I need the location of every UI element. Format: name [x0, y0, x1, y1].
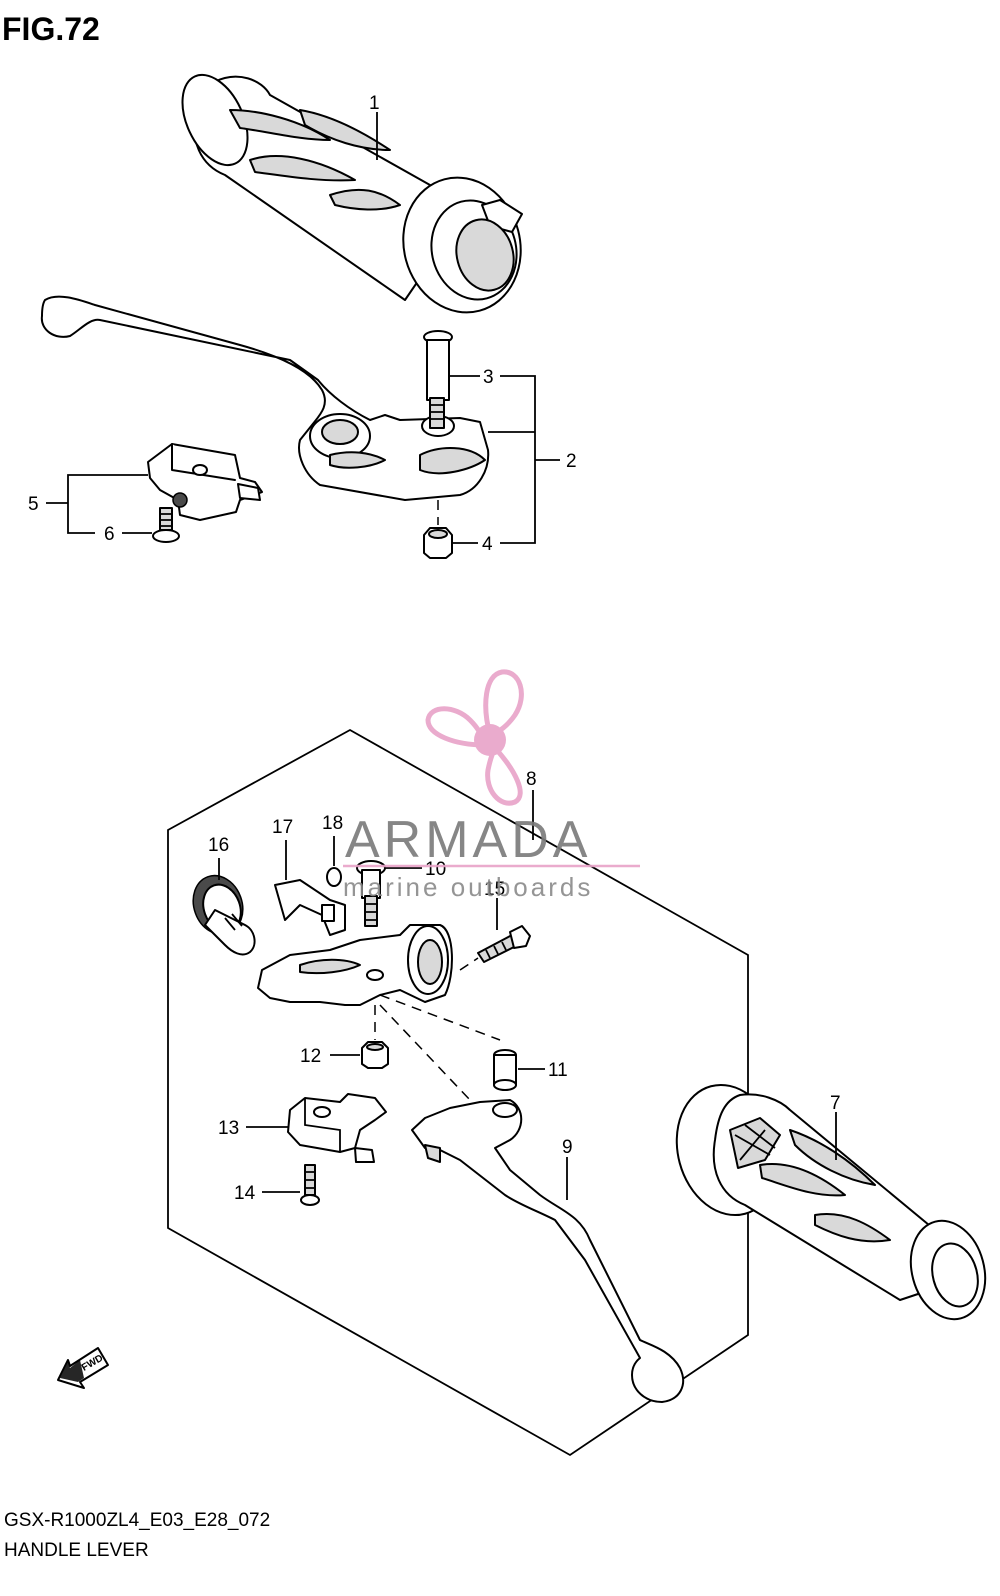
callout-9: 9 [562, 1137, 573, 1158]
watermark-tagline: marine outboards [343, 872, 593, 902]
callout-2: 2 [566, 451, 577, 472]
clutch-switch-part [287, 1093, 387, 1163]
callout-8: 8 [526, 769, 537, 790]
callout-5: 5 [28, 494, 39, 515]
assembly-frame-outline [167, 728, 749, 1457]
clamp-bolt-part [477, 925, 531, 963]
bushing-part [493, 1049, 517, 1091]
section-name: HANDLE LEVER [4, 1540, 149, 1561]
adjuster-knob-part [192, 874, 256, 956]
model-code: GSX-R1000ZL4_E03_E28_072 [4, 1510, 270, 1531]
callout-16: 16 [208, 835, 229, 856]
small-screw-part [326, 867, 342, 887]
callout-6: 6 [104, 524, 115, 545]
watermark-brand: ARMADA [345, 811, 591, 869]
brake-light-switch-part [147, 443, 263, 521]
callout-12: 12 [300, 1046, 321, 1067]
switch-mount-screw-part [300, 1164, 320, 1206]
callout-13: 13 [218, 1118, 239, 1139]
holder-nut-part [361, 1041, 389, 1069]
left-handlebar-grip-part [675, 1083, 987, 1321]
fwd-direction-arrow: FWD [57, 1347, 109, 1389]
callout-10: 10 [425, 859, 446, 880]
callout-18: 18 [322, 813, 343, 834]
throttle-grip-part [181, 73, 523, 314]
propeller-logo-icon [425, 669, 524, 806]
callout-17: 17 [272, 817, 293, 838]
brake-lever-part [40, 295, 490, 501]
armada-watermark: ARMADA marine outboards [343, 669, 640, 902]
clutch-lever-part [411, 1099, 685, 1403]
bracket-spring-part [274, 879, 346, 936]
clutch-pivot-bolt-part [356, 860, 386, 927]
callout-3: 3 [483, 367, 494, 388]
figure-title: FIG.72 [2, 11, 100, 47]
nut-part [423, 527, 453, 559]
clutch-lever-holder-part [257, 924, 453, 1006]
callout-1: 1 [369, 93, 380, 114]
pivot-bolt-part [423, 330, 453, 429]
callout-7: 7 [830, 1093, 841, 1114]
callout-15: 15 [484, 879, 505, 900]
callout-4: 4 [482, 534, 493, 555]
callout-11: 11 [548, 1060, 568, 1081]
callout-14: 14 [234, 1183, 256, 1204]
switch-screw-part [152, 507, 180, 543]
